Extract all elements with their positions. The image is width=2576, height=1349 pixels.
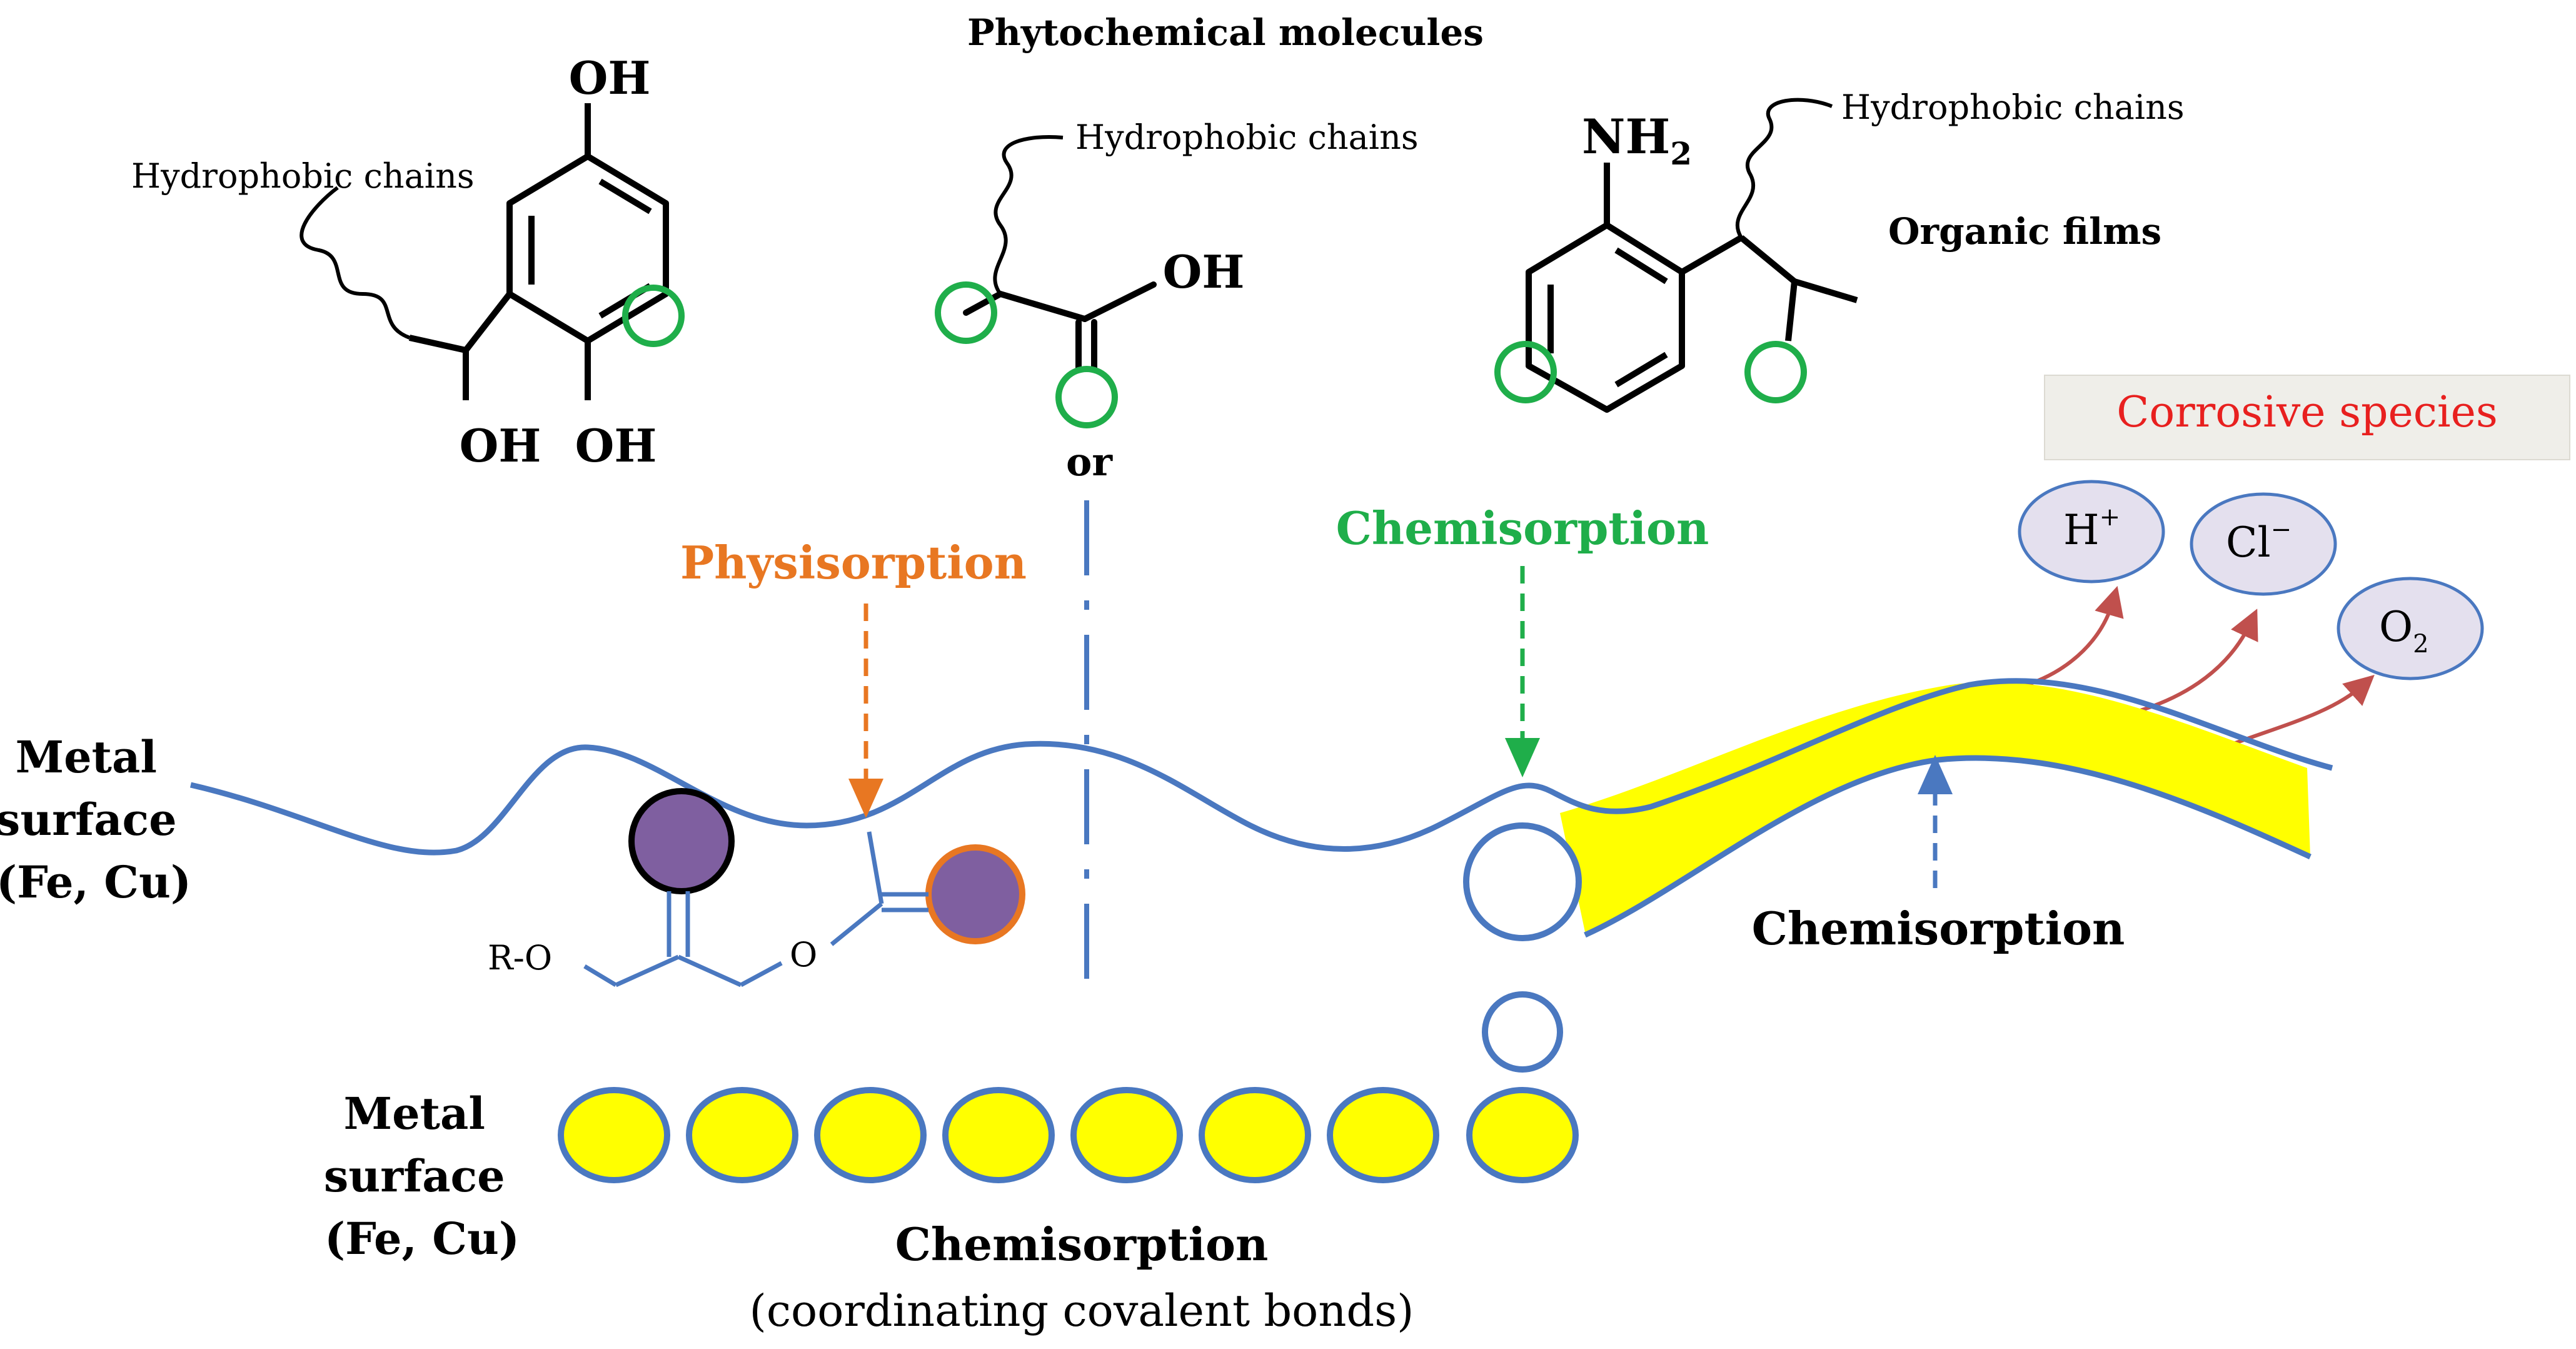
oxygen-molecule-label: O2 bbox=[2379, 603, 2429, 659]
or-label: or bbox=[1066, 439, 1113, 485]
organic-film-layer bbox=[1560, 682, 2310, 932]
molecule-carboxylic-acid bbox=[963, 281, 1157, 372]
corrosive-arrow bbox=[2016, 585, 2124, 690]
coordinating-bonds-label: (coordinating covalent bonds) bbox=[750, 1285, 1414, 1336]
chemisorption-bottom-label: Chemisorption bbox=[895, 1218, 1269, 1271]
metal-surface-label-2: Metal surface (Fe, Cu) bbox=[324, 1088, 520, 1265]
hydrophobic-chains-label-1: Hydrophobic chains bbox=[131, 156, 475, 196]
metal-surface-line bbox=[189, 678, 2333, 856]
adsorbed-atom-orange bbox=[925, 844, 1025, 944]
chloride-ion-label: Cl− bbox=[2226, 515, 2292, 567]
chemisorption-film-label: Chemisorption bbox=[1752, 902, 2125, 955]
active-site-circle bbox=[622, 285, 685, 347]
active-site-circle bbox=[1055, 366, 1118, 428]
adsorbed-atom-small bbox=[1482, 991, 1563, 1073]
r-o-label: R-O bbox=[488, 938, 552, 978]
adsorbed-atom-dark bbox=[628, 788, 735, 894]
chloride-ion bbox=[2190, 492, 2337, 596]
hydrophobic-chain-wave-1 bbox=[299, 186, 411, 340]
active-site-circle bbox=[1744, 341, 1807, 403]
active-site-circle bbox=[935, 281, 997, 344]
corrosive-species-title: Corrosive species bbox=[2116, 388, 2497, 437]
organic-films-label: Organic films bbox=[1888, 210, 2161, 253]
oh-acid-label: OH bbox=[1163, 245, 1245, 298]
metal-atom bbox=[1466, 1087, 1579, 1183]
metal-atom bbox=[942, 1087, 1055, 1183]
hydrophobic-chains-label-2: Hydrophobic chains bbox=[1075, 118, 1419, 157]
hydrophobic-chain-wave-3 bbox=[1735, 98, 1833, 239]
active-site-circle bbox=[1494, 341, 1557, 403]
molecule-aniline bbox=[1526, 163, 1858, 413]
oxygen-molecule bbox=[2337, 577, 2484, 680]
metal-surface-label-1: Metal surface (Fe, Cu) bbox=[0, 731, 192, 908]
nh2-label: NH2 bbox=[1582, 109, 1692, 172]
metal-atom bbox=[1070, 1087, 1183, 1183]
adsorbed-atom-open bbox=[1463, 822, 1582, 941]
oh-left-label: OH bbox=[460, 419, 541, 472]
hydrogen-ion-label: H+ bbox=[2063, 503, 2120, 554]
chemisorption-top-label: Chemisorption bbox=[1336, 502, 1709, 555]
oh-top-label: OH bbox=[569, 51, 651, 104]
o-label: O bbox=[790, 935, 817, 974]
hydrophobic-chain-wave-2 bbox=[993, 135, 1064, 295]
diagram-title: Phytochemical molecules bbox=[967, 11, 1484, 54]
metal-atom-row bbox=[558, 1087, 1579, 1183]
hydrogen-ion bbox=[2018, 480, 2165, 584]
ester-structure bbox=[583, 831, 928, 988]
oh-right-label: OH bbox=[575, 419, 657, 472]
molecule-catechol bbox=[408, 103, 669, 400]
corrosive-species-box bbox=[2044, 375, 2570, 460]
metal-atom bbox=[558, 1087, 670, 1183]
metal-atom bbox=[814, 1087, 927, 1183]
physisorption-label: Physisorption bbox=[680, 536, 1027, 589]
metal-atom bbox=[686, 1087, 798, 1183]
metal-atom bbox=[1199, 1087, 1311, 1183]
hydrophobic-chains-label-3: Hydrophobic chains bbox=[1841, 88, 2185, 127]
corrosive-arrow bbox=[2231, 674, 2375, 746]
corrosive-arrow bbox=[2131, 609, 2258, 715]
metal-atom bbox=[1327, 1087, 1439, 1183]
